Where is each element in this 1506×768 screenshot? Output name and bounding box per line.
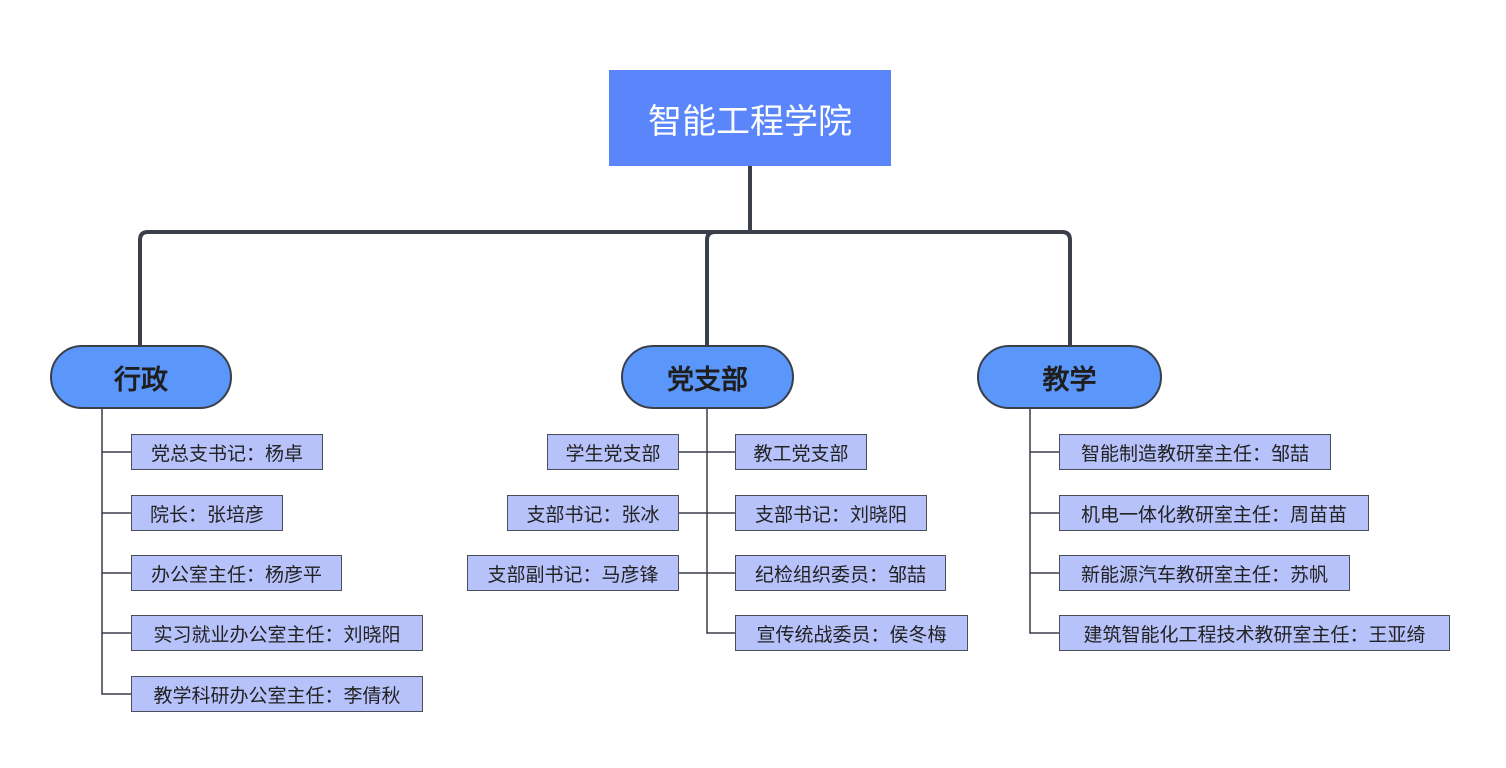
xingzheng-item: 党总支书记：杨卓: [131, 434, 323, 470]
jiaoxue-item: 机电一体化教研室主任：周苗苗: [1059, 495, 1369, 531]
branch-bus: [138, 230, 1072, 347]
xingzheng-item: 院长：张培彦: [131, 495, 283, 531]
xingzheng-item: 办公室主任：杨彦平: [131, 555, 342, 591]
jiaoxue-item: 新能源汽车教研室主任：苏帆: [1059, 555, 1350, 591]
xingzheng-item: 教学科研办公室主任：李倩秋: [131, 676, 423, 712]
dangzhibu-staff-item: 纪检组织委员：邹喆: [735, 555, 946, 591]
branch-node-dangzhibu: 党支部: [621, 345, 794, 409]
dangzhibu-student-item: 支部书记：张冰: [507, 495, 679, 531]
branch-node-xingzheng: 行政: [50, 345, 232, 409]
root-node: 智能工程学院: [609, 70, 891, 166]
dangzhibu-staff-item: 教工党支部: [735, 434, 867, 470]
dangzhibu-student-item: 学生党支部: [547, 434, 679, 470]
xingzheng-item: 实习就业办公室主任：刘晓阳: [131, 615, 423, 651]
branch-connector-dangzhibu: [705, 230, 717, 347]
jiaoxue-item: 智能制造教研室主任：邹喆: [1059, 434, 1331, 470]
dangzhibu-student-item: 支部副书记：马彦锋: [467, 555, 679, 591]
dangzhibu-staff-item: 支部书记：刘晓阳: [735, 495, 927, 531]
jiaoxue-item: 建筑智能化工程技术教研室主任：王亚绮: [1059, 615, 1450, 651]
dangzhibu-staff-item: 宣传统战委员：侯冬梅: [735, 615, 968, 651]
branch-node-jiaoxue: 教学: [977, 345, 1162, 409]
